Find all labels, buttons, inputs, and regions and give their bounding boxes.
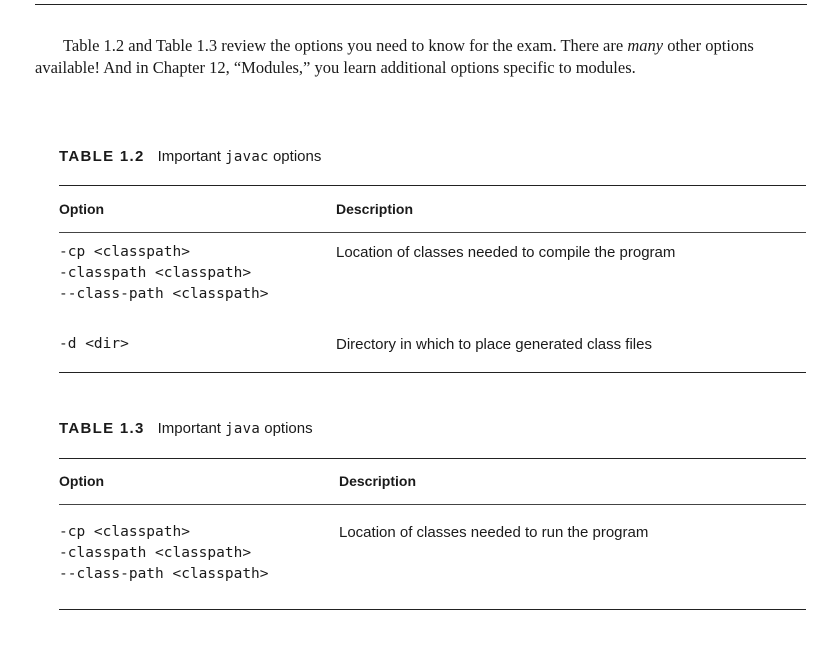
- table-1-2-row-2-description: Directory in which to place generated cl…: [336, 336, 652, 353]
- table-1-2-row-1-options: -cp <classpath> -classpath <classpath> -…: [59, 242, 269, 305]
- table-1-3-caption: TABLE 1.3 Important java options: [59, 420, 313, 437]
- option-cp: -cp <classpath>: [59, 244, 190, 260]
- table-1-3-top-rule: [59, 458, 806, 459]
- intro-paragraph: Table 1.2 and Table 1.3 review the optio…: [35, 35, 807, 79]
- table-1-3-title-code: java: [225, 421, 261, 437]
- table-1-2-bottom-rule: [59, 372, 806, 373]
- intro-text-start: Table 1.2 and Table 1.3 review the optio…: [63, 36, 628, 55]
- table-1-2-title-post: options: [268, 148, 322, 165]
- table-1-3-title-pre: Important: [157, 420, 226, 437]
- table-1-3: Option Description -cp <classpath> -clas…: [59, 458, 806, 613]
- option-classpath: -classpath <classpath>: [59, 265, 252, 281]
- table-1-3-title-post: options: [260, 420, 313, 437]
- intro-emphasis: many: [627, 36, 664, 55]
- page-top-rule: [35, 4, 807, 5]
- table-1-2-header-description: Description: [336, 201, 414, 217]
- table-1-2-header-rule: [59, 232, 806, 233]
- table-1-2-header-option: Option: [59, 201, 105, 217]
- option-d: -d <dir>: [59, 336, 129, 352]
- table-1-3-header-description: Description: [339, 473, 417, 489]
- table-1-3-row-1-description: Location of classes needed to run the pr…: [339, 524, 649, 541]
- intro-text-end: other options available! And in Chapter …: [35, 36, 754, 77]
- table-1-3-number: TABLE 1.3: [59, 420, 145, 437]
- table-1-2-title-pre: Important: [157, 148, 226, 165]
- option-classpath: -classpath <classpath>: [59, 545, 252, 561]
- table-1-3-header-rule: [59, 504, 806, 505]
- table-1-2-row-2-options: -d <dir>: [59, 334, 129, 355]
- table-1-3-header-option: Option: [59, 473, 105, 489]
- option-class-path: --class-path <classpath>: [59, 566, 269, 582]
- table-1-2-row-1-description: Location of classes needed to compile th…: [336, 244, 676, 261]
- table-1-3-bottom-rule: [59, 609, 806, 610]
- table-1-2-top-rule: [59, 185, 806, 186]
- option-class-path: --class-path <classpath>: [59, 286, 269, 302]
- table-1-2-title-code: javac: [225, 149, 269, 165]
- option-cp: -cp <classpath>: [59, 524, 190, 540]
- table-1-2-number: TABLE 1.2: [59, 148, 145, 165]
- table-1-2: Option Description -cp <classpath> -clas…: [59, 185, 806, 375]
- table-1-3-row-1-options: -cp <classpath> -classpath <classpath> -…: [59, 522, 269, 585]
- table-1-2-caption: TABLE 1.2 Important javac options: [59, 148, 321, 165]
